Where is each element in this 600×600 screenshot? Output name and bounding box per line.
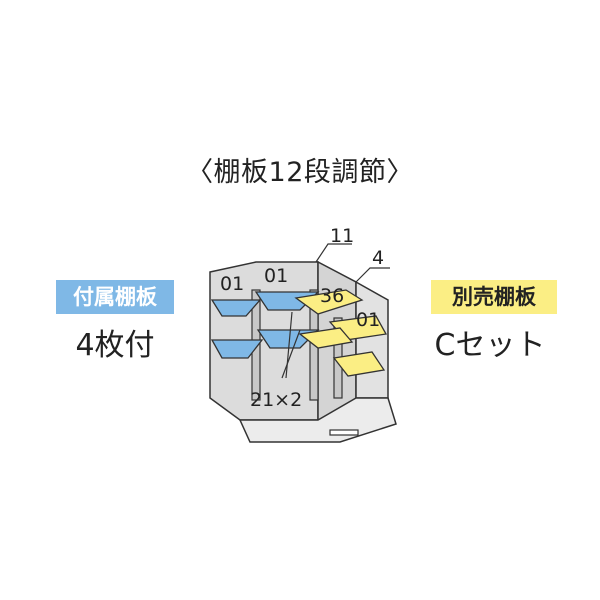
page-title: 〈棚板12段調節〉	[186, 157, 414, 188]
label-bottom: 21×2	[250, 389, 302, 411]
leader-line-bottom	[285, 311, 293, 379]
leader-line-top	[315, 243, 352, 263]
leader-line-bottom	[281, 329, 301, 379]
sold-shelf	[332, 351, 386, 377]
leader-line-right	[355, 267, 390, 283]
label-left-b: 01	[264, 265, 288, 287]
label-middle: 36	[320, 285, 344, 307]
sold-shelf	[298, 327, 354, 349]
sold-shelf-badge: 別売棚板	[431, 280, 557, 314]
included-shelf-count: 4枚付	[75, 328, 155, 363]
sold-shelf-set: Cセット	[434, 328, 546, 363]
included-shelf-badge: 付属棚板	[56, 280, 174, 314]
sold-shelf	[294, 289, 364, 315]
label-top-leader: 11	[330, 225, 354, 247]
label-right-leader: 4	[372, 247, 384, 269]
label-left-a: 01	[220, 273, 244, 295]
label-right: 01	[356, 309, 380, 331]
door-rail	[329, 429, 359, 436]
included-shelf	[210, 299, 262, 317]
included-shelf	[210, 339, 264, 359]
